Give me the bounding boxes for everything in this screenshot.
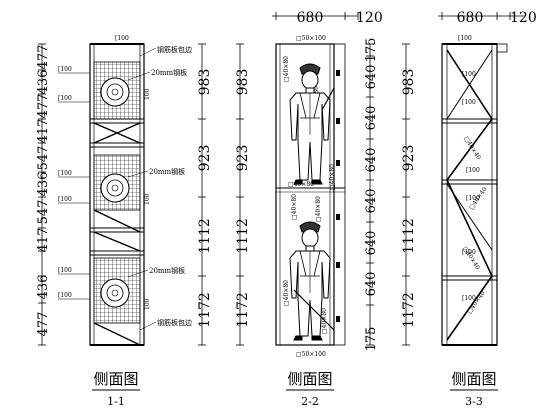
channel-tag: [100: [58, 95, 72, 102]
view-subtitle: 1-1: [107, 395, 125, 408]
dim-label: 1112: [401, 218, 417, 254]
dim-label: 640: [364, 231, 379, 256]
dim-label: 477: [36, 312, 51, 337]
dim-label: 923: [235, 145, 251, 172]
top-channel-label: [100: [115, 35, 129, 42]
dim-label: 1172: [401, 292, 417, 328]
dim-label: 923: [401, 145, 417, 172]
circular-plate: [100, 173, 130, 203]
channel-tag: [100: [462, 99, 476, 106]
channel-tag: [100: [58, 292, 72, 299]
beam-label: □50×100: [296, 351, 326, 358]
dim-label: 436: [36, 275, 51, 300]
member-label: □40×80: [283, 56, 290, 82]
annotation-text: 20mm钢板: [151, 68, 187, 77]
member-label: □40×80: [291, 194, 298, 220]
dim-label: 1112: [235, 218, 251, 254]
vertical-100-label: 100: [144, 88, 151, 100]
channel-tag: [100: [58, 170, 72, 177]
dim-label: 640: [364, 189, 379, 214]
vertical-100-label: 100: [144, 193, 151, 205]
annotations: 钢筋板包边 20mm钢板 20mm钢板 20mm钢板 钢筋板包边: [127, 45, 192, 331]
annotation-text: 钢筋板包边: [157, 318, 192, 327]
view-2-2: 680 120 □50×100 □50×100 □40×80 □40×80 □4…: [235, 10, 383, 408]
member-label: □40×80: [315, 196, 322, 222]
human-figure: [289, 63, 335, 185]
connector-plates: [336, 70, 340, 322]
channel-tags: [100 [100 [100 [100 [100 [100: [58, 66, 90, 300]
diag-label: □40×40: [462, 135, 482, 161]
dim-label: 436: [36, 172, 51, 197]
channel-tag: [100: [462, 295, 476, 302]
human-figure: [289, 221, 335, 341]
annotation-text: 20mm钢板: [149, 167, 185, 176]
view-3-3: 680 120 [100 □40×40 □40×40 □40×40 □40×40…: [401, 10, 537, 408]
dim-label: 923: [197, 145, 213, 172]
top-dim-label: 680: [297, 10, 324, 26]
circular-plate: [100, 77, 130, 107]
dim-label: 640: [364, 272, 379, 297]
beam-label: □50×100: [296, 35, 326, 42]
view-title: 侧面图: [93, 370, 138, 388]
dim-label: 1172: [197, 292, 213, 328]
dim-label: 983: [235, 69, 251, 96]
view-title: 侧面图: [451, 370, 496, 388]
view-subtitle: 2-2: [301, 395, 319, 408]
dim-label: 175: [364, 327, 379, 352]
channel-tag: [100: [466, 167, 480, 174]
annotation-text: 20mm钢板: [149, 266, 185, 275]
channel-tag: [100: [462, 71, 476, 78]
top-dim-label: 680: [457, 10, 484, 26]
channel-tag: [100: [58, 66, 72, 73]
dim-label: 640: [364, 65, 379, 90]
top-dim-label: 120: [510, 10, 537, 26]
dim-label: 1112: [197, 218, 213, 254]
dim-label: 417: [36, 228, 51, 253]
member-label: □40×80: [329, 164, 336, 190]
top-dim-label: 120: [356, 10, 383, 26]
view-title: 侧面图: [287, 370, 332, 388]
left-dimension-values: 477 436 477 417 547 436 547 417 436 477: [36, 45, 51, 337]
dim-label: 436: [36, 70, 51, 95]
dim-label: 640: [364, 148, 379, 173]
dim-label: 1172: [235, 292, 251, 328]
dim-label: 983: [401, 69, 417, 96]
dim-label: 417: [36, 119, 51, 144]
dim-label: 547: [36, 200, 51, 225]
channel-tag: [100: [466, 195, 480, 202]
dim-label: 175: [364, 38, 379, 63]
vertical-100-label: 100: [144, 298, 151, 310]
circular-plate: [100, 278, 130, 308]
top-channel-label: [100: [458, 35, 472, 42]
member-label: □40×80: [283, 280, 290, 306]
view-1-1: 477 436 477 417 547 436 547 417 436 477 …: [36, 35, 213, 408]
bracing: [446, 49, 493, 341]
dim-label: 477: [36, 94, 51, 119]
dim-label: 983: [197, 69, 213, 96]
channel-tag: [100: [58, 196, 72, 203]
view-subtitle: 3-3: [465, 395, 483, 408]
channel-tag: [100: [462, 249, 476, 256]
diag-label: □40×40: [466, 290, 487, 315]
bracing: [93, 122, 141, 346]
annotation-text: 钢筋板包边: [157, 45, 192, 54]
dim-label: 547: [36, 146, 51, 171]
dim-label: 640: [364, 106, 379, 131]
channel-tag: [100: [58, 267, 72, 274]
dim-label: 477: [36, 45, 51, 70]
